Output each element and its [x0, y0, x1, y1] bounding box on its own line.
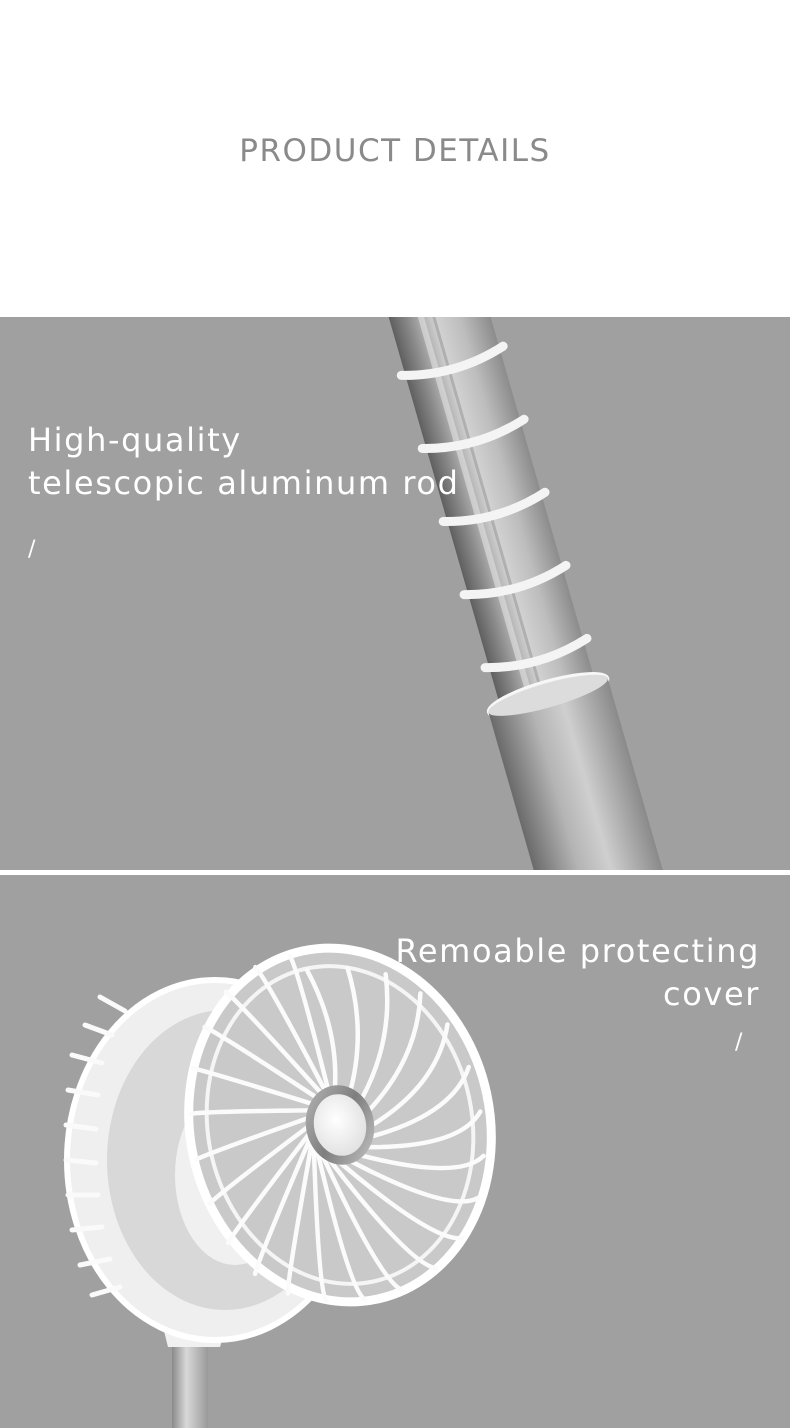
feature-caption-line-1: Remoable protecting — [395, 932, 760, 970]
feature-caption-line-2: cover — [663, 975, 760, 1013]
feature-caption-line-2: telescopic aluminum rod — [28, 464, 460, 502]
section-divider — [0, 870, 790, 875]
feature-caption-cover: Remoable protecting cover — [395, 930, 760, 1016]
product-details-header: PRODUCT DETAILS — [0, 0, 790, 317]
feature-panel-rod: High-quality telescopic aluminum rod / — [0, 317, 790, 870]
telescopic-rod-image — [381, 317, 680, 870]
caption-separator: / — [735, 1030, 743, 1055]
feature-caption-rod: High-quality telescopic aluminum rod — [28, 419, 460, 505]
caption-separator: / — [28, 537, 36, 562]
fan-cover-image — [63, 943, 496, 1428]
page-title: PRODUCT DETAILS — [239, 133, 551, 169]
feature-caption-line-1: High-quality — [28, 421, 242, 459]
feature-panel-cover: Remoable protecting cover / — [0, 875, 790, 1428]
